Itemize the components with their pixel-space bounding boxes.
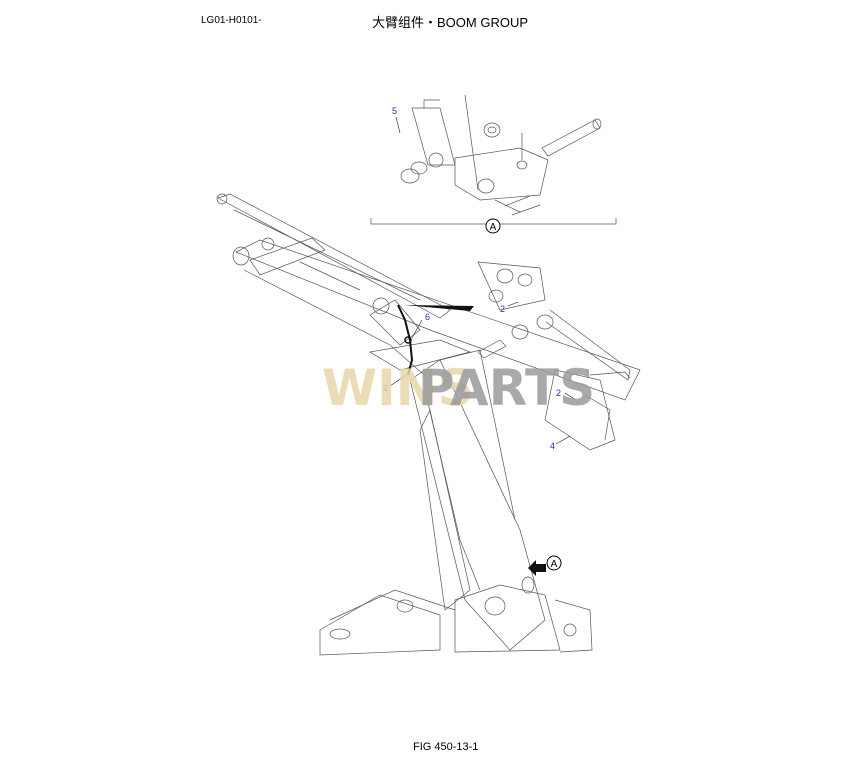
watermark-parts: PARTS	[418, 359, 595, 417]
view-arrow-circle	[546, 555, 562, 571]
callout-2: 2	[500, 304, 505, 314]
view-arrow-label: A	[551, 559, 558, 570]
watermark-wins: WINS	[322, 359, 474, 417]
callout-5: 5	[392, 106, 397, 116]
view-arrow-icon	[528, 560, 546, 576]
figure-number: FIG 450-13-1	[413, 741, 479, 753]
page-title: 大臂组件・BOOM GROUP	[372, 15, 529, 30]
detail-view-label: A	[490, 222, 497, 233]
document-code: LG01-H0101-	[201, 15, 262, 26]
hydraulic-hose	[397, 304, 414, 376]
callout-2: 2	[383, 383, 388, 393]
callout-6: 6	[425, 312, 430, 322]
callout-2: 2	[556, 388, 561, 398]
pointer-wedge	[404, 305, 474, 311]
callout-4: 4	[550, 441, 555, 451]
detail-view-circle	[485, 218, 501, 234]
